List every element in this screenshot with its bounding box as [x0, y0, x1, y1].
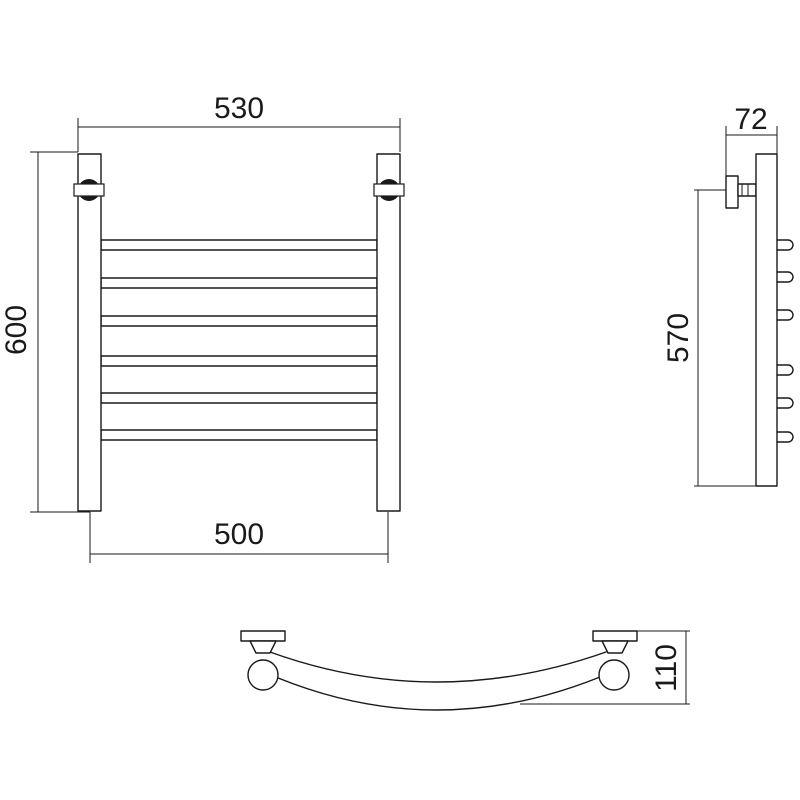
side-pipe [755, 153, 778, 487]
dim-overall-width-label: 530 [214, 92, 264, 125]
top-left-bracket [240, 630, 286, 691]
right-pipe [373, 153, 405, 512]
side-view: 72 570 [662, 103, 794, 487]
top-rung-outer [263, 671, 613, 711]
dim-mount-height: 570 [662, 189, 756, 487]
dim-mount-height-label: 570 [662, 313, 695, 363]
dim-pipe-spacing-label: 500 [214, 518, 264, 551]
dim-pipe-spacing: 500 [89, 512, 389, 563]
top-right-bracket [592, 630, 638, 691]
left-pipe [73, 153, 105, 512]
dim-overall-height: 600 [0, 151, 90, 513]
side-rung-ends [776, 239, 794, 443]
dim-depth-label: 110 [650, 644, 683, 692]
side-bracket [725, 175, 757, 209]
top-view: 110 [240, 630, 690, 711]
dim-overall-height-label: 600 [0, 305, 33, 355]
dim-overall-width: 530 [77, 92, 401, 152]
front-view: 530 600 [0, 92, 405, 563]
dim-wall-offset: 72 [725, 103, 778, 178]
top-rung-inner [269, 651, 607, 683]
dim-depth: 110 [520, 630, 690, 705]
dim-wall-offset-label: 72 [734, 103, 767, 136]
rungs [100, 239, 378, 441]
